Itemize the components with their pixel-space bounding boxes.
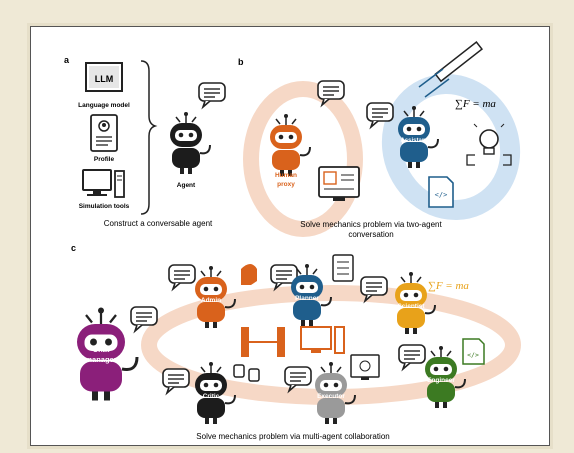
engineer-bubble-icon [398,344,426,370]
panel-c-formula: ∑F = ma [428,280,469,292]
planner-label: Planner [295,295,319,302]
panel-b-formula: ∑F = ma [455,98,496,110]
figure-canvas: a LLM Language model Profile Simulation … [64,40,521,441]
panel-a-caption: Construct a conversable agent [104,219,213,228]
brace [140,60,158,215]
panel-b: b Human proxy Assistant ∑F = ma [238,40,521,239]
critic-bubble-icon [162,368,190,394]
human-proxy-label-line2: proxy [277,181,295,188]
chat-manager-label-line1: Chat [93,345,110,354]
human-proxy-ring [243,81,363,237]
llm-icon: LLM [85,62,123,92]
llm-box-label: LLM [95,74,114,84]
checklist-icon [332,254,354,282]
lightbulb-icon [466,123,512,166]
computer-icon [82,169,125,198]
assistant-label: Assistant [400,138,427,144]
svg-text:</>: </> [435,191,448,199]
code-file-icon: </> [428,176,454,208]
scientist-label: Scientist [397,303,425,310]
human-proxy-label-line1: Human [275,172,297,179]
panel-c: c Admin Planner Scientist ∑F = ma Chat m… [71,243,521,441]
engineer-label: Engineer [427,377,455,384]
thumbs-icon [233,364,260,382]
panel-a: a LLM Language model Profile Simulation … [64,55,226,228]
engineer-code-icon: </> [462,338,485,365]
panel-c-caption: Solve mechanics problem via multi-agent … [196,432,389,441]
panel-c-letter: c [71,243,76,253]
panel-b-caption-line2: conversation [348,230,393,239]
svg-text:</>: </> [467,351,479,359]
simulation-tools-label: Simulation tools [79,203,130,210]
panel-b-letter: b [238,57,244,67]
center-computer-icon [300,326,345,354]
profile-icon [90,114,118,152]
chat-manager-label-line2: manager [85,355,116,364]
chat-manager-robot-icon [75,306,139,402]
figure-frame: a LLM Language model Profile Simulation … [30,26,550,446]
executor-monitor-icon [350,354,380,380]
cad-monitor-icon [318,166,360,201]
human-proxy-robot-icon [269,113,311,177]
language-model-label: Language model [78,102,130,109]
admin-label: Admin [201,297,221,304]
assistant-ring [381,74,521,220]
profile-label: Profile [94,156,115,163]
critic-label: Critic [203,393,220,400]
admin-bubble-icon [168,264,196,290]
panel-a-letter: a [64,55,70,65]
human-head-icon [241,264,257,285]
executor-label: Executor [317,393,345,400]
beam-center-icon [241,327,285,357]
beam-diagram-icon [418,40,484,98]
agent-robot-icon [169,111,211,175]
agent-label: Agent [177,182,196,189]
agent-speech-bubble-icon [198,82,226,108]
executor-bubble-icon [284,366,312,392]
panel-b-caption-line1: Solve mechanics problem via two-agent [300,220,442,229]
